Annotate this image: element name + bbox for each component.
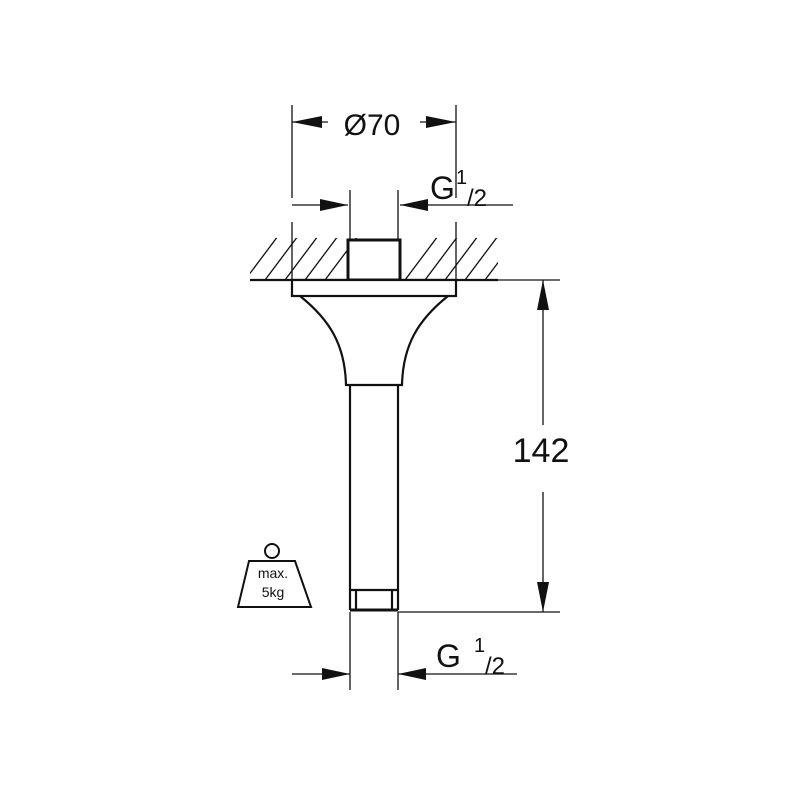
diameter-dimension [291, 105, 457, 282]
thread-bottom-den: /2 [485, 653, 505, 680]
length-label: 142 [513, 432, 570, 470]
shower-arm-pipe [348, 385, 400, 612]
length-dimension [398, 280, 560, 613]
weight-line2: 5kg [262, 584, 285, 600]
thread-bottom-num: 1 [474, 635, 485, 657]
top-nipple [346, 238, 402, 282]
diameter-label: Ø70 [344, 109, 401, 142]
thread-top-dimension [292, 190, 513, 240]
thread-top-den: /2 [467, 185, 487, 212]
thread-bottom-main: G [436, 638, 461, 674]
thread-bottom-dimension [292, 612, 517, 690]
weight-icon [236, 543, 313, 608]
ceiling-flange [290, 278, 458, 387]
thread-top-num: 1 [456, 167, 467, 189]
ceiling-hatch [250, 238, 498, 280]
thread-top-main: G [430, 170, 455, 206]
weight-line1: max. [258, 565, 288, 581]
